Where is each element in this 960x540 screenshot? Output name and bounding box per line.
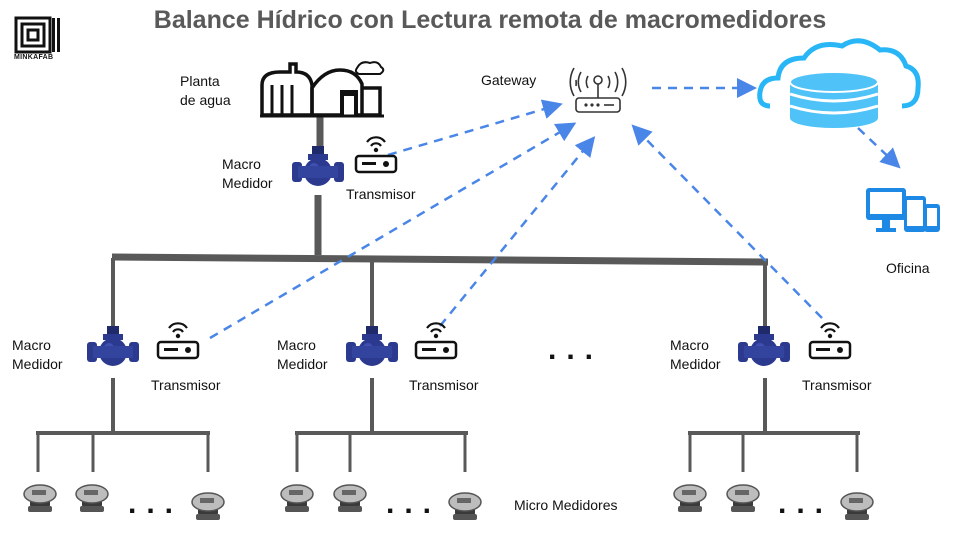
branch-transmitter-3-label: Transmisor [802, 377, 872, 393]
micro-meter-icon [673, 484, 707, 513]
macro-meter-3-icon [738, 326, 790, 366]
more-micro-meters-ellipsis-2: ... [386, 487, 442, 520]
more-micro-meters-ellipsis-1: ... [128, 487, 184, 520]
more-micro-meters-ellipsis-3: ... [778, 487, 834, 520]
micro-meter-icon [191, 492, 225, 521]
link-branch3-to-gateway [631, 124, 823, 319]
micro-meter-icon [280, 484, 314, 513]
main-transmitter-label: Transmisor [346, 186, 416, 202]
minkafab-logo [14, 16, 62, 54]
branch-meter-1-line1: Macro [12, 337, 51, 353]
branch-meter-1-line2: Medidor [12, 356, 63, 372]
main-meter-label-line2: Medidor [222, 175, 273, 191]
macro-meter-1-icon [87, 326, 139, 366]
link-main-to-gateway [387, 99, 563, 157]
water-plant-icon [260, 61, 385, 118]
micro-meter-icon [726, 484, 760, 513]
transmitter-1-icon [156, 322, 200, 360]
micro-meter-icon [333, 484, 367, 513]
cloud-database-icon [757, 38, 921, 128]
micro-meter-icon [840, 492, 874, 521]
pipe-network [36, 115, 860, 472]
logo-text: MINKAFAB [14, 54, 54, 61]
branch-meter-3-line2: Medidor [670, 356, 721, 372]
plant-label-line1: Planta [180, 73, 220, 89]
more-branches-ellipsis: ... [548, 333, 604, 366]
wifi-router-icon [569, 67, 627, 113]
link-branch2-to-gateway [439, 136, 596, 327]
branch-meter-2-line1: Macro [277, 337, 316, 353]
plant-label-line2: de agua [180, 92, 231, 108]
plant-label: Planta de agua [180, 72, 231, 110]
main-meter-label-line1: Macro [222, 156, 261, 172]
gateway-label: Gateway [481, 72, 537, 88]
wireless-links [209, 78, 901, 340]
branch-transmitter-2-label: Transmisor [409, 377, 479, 393]
branch-meter-2-line2: Medidor [277, 356, 328, 372]
link-branch1-to-gateway [209, 122, 577, 340]
micro-meters-label: Micro Medidores [514, 497, 618, 513]
macro-meter-2-icon [346, 326, 398, 366]
office-label: Oficina [886, 260, 930, 276]
macro-meter-main-icon [292, 146, 344, 186]
page-title: Balance Hídrico con Lectura remota de ma… [153, 6, 827, 34]
branch-meter-3-label: Macro Medidor [670, 336, 721, 374]
main-meter-label: Macro Medidor [222, 155, 273, 193]
micro-meter-icon [448, 492, 482, 521]
micro-meter-icon [75, 484, 109, 513]
transmitter-2-icon [414, 322, 458, 360]
devices-icon [866, 188, 940, 232]
branch-meter-3-line1: Macro [670, 337, 709, 353]
micro-meter-icon [23, 484, 57, 513]
transmitter-3-icon [808, 322, 852, 360]
branch-transmitter-1-label: Transmisor [151, 377, 221, 393]
branch-meter-2-label: Macro Medidor [277, 336, 328, 374]
branch-meter-1-label: Macro Medidor [12, 336, 63, 374]
link-cloud-to-office [857, 127, 901, 169]
